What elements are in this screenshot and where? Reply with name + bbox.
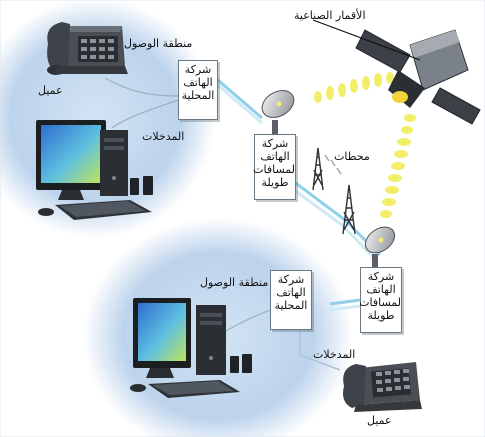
box-line: طويلة bbox=[261, 176, 289, 189]
box-line: المحلية bbox=[274, 299, 308, 312]
satellite-label: الأقمار الصناعية bbox=[294, 9, 366, 22]
computer-bottom-icon bbox=[130, 298, 252, 398]
inputs-top-label: المدخلات bbox=[142, 130, 185, 143]
access-area-bottom-label: منطقة الوصول bbox=[200, 276, 269, 289]
box-line: شركة bbox=[184, 63, 212, 76]
box-line: طويلة bbox=[367, 309, 395, 322]
dish-bottom-icon bbox=[364, 226, 396, 270]
long-distance-company-top: شركة الهاتف لمسافات طويلة bbox=[253, 134, 296, 200]
box-line: لمسافات bbox=[359, 296, 401, 309]
access-area-top-label: منطقة الوصول bbox=[124, 37, 193, 50]
satellite-signals bbox=[314, 72, 416, 218]
box-line: لمسافات bbox=[253, 163, 295, 176]
telephone-top-icon bbox=[47, 22, 128, 75]
dish-top-icon bbox=[261, 90, 295, 138]
long-distance-company-bottom: شركة الهاتف لمسافات طويلة bbox=[359, 267, 402, 333]
client-top-label: عميل bbox=[38, 84, 63, 97]
box-line: شركة bbox=[277, 273, 305, 286]
box-line: شركة bbox=[261, 137, 289, 150]
box-line: الهاتف bbox=[276, 286, 306, 299]
inputs-bottom-label: المدخلات bbox=[313, 348, 356, 361]
local-phone-company-top: شركة الهاتف المحلية bbox=[178, 60, 218, 120]
relay-towers-icon bbox=[312, 147, 356, 235]
relay-stations-label: محطات bbox=[334, 150, 370, 163]
box-line: الهاتف bbox=[183, 76, 213, 89]
box-line: شركة bbox=[367, 270, 395, 283]
computer-top-icon bbox=[36, 120, 153, 220]
telephone-bottom-icon bbox=[343, 362, 422, 412]
box-line: الهاتف bbox=[366, 283, 396, 296]
local-phone-company-bottom: شركة الهاتف المحلية bbox=[270, 270, 312, 330]
box-line: المحلية bbox=[181, 89, 215, 102]
satellite-icon bbox=[312, 19, 481, 125]
client-bottom-label: عميل bbox=[367, 414, 392, 427]
box-line: الهاتف bbox=[260, 150, 290, 163]
